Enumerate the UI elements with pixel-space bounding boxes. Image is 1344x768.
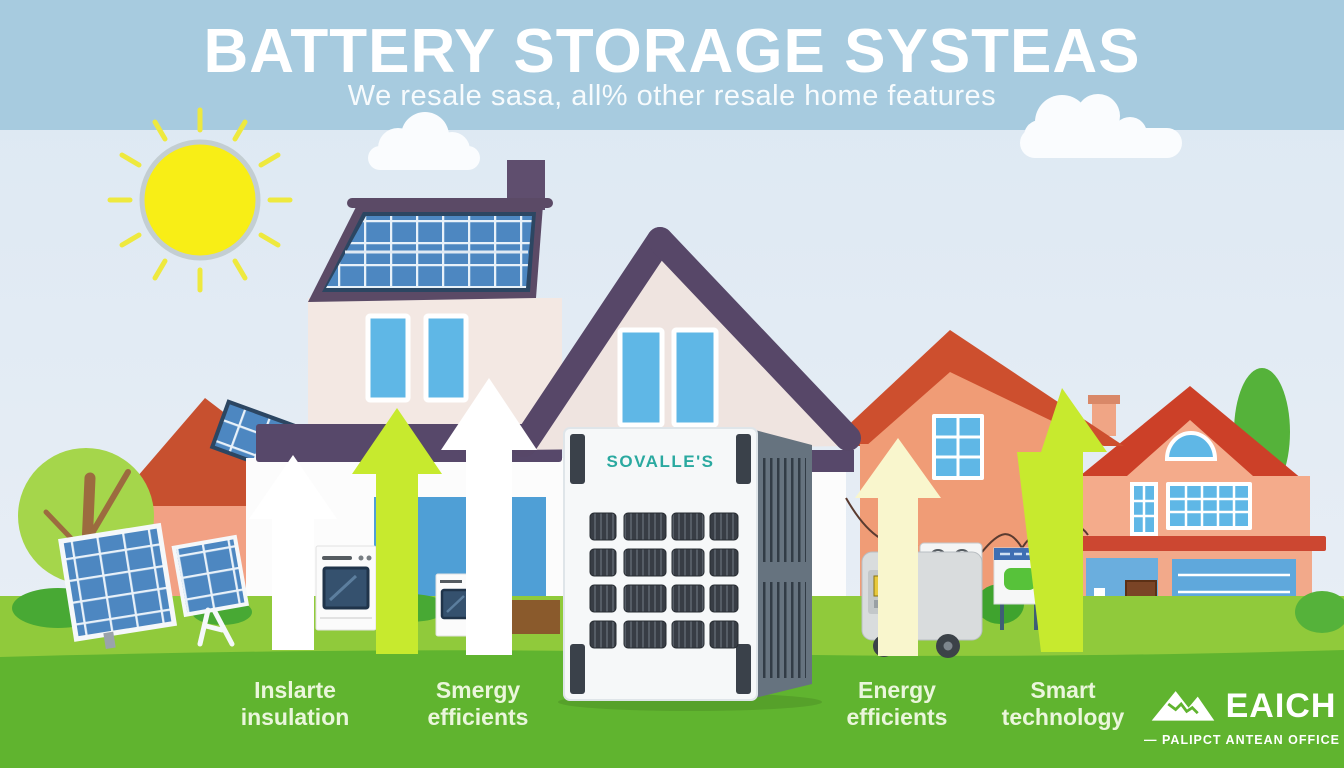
- battery-cells: [589, 512, 739, 649]
- main-house: [246, 160, 861, 654]
- sky-band: [0, 0, 1344, 130]
- arrow-up-white-2: [441, 378, 537, 655]
- brand-name: EAICH: [1225, 687, 1337, 725]
- feature-label-energy-1: Smergy efficients: [383, 677, 573, 731]
- feature-label-insulation: Inslarte insulation: [200, 677, 390, 731]
- arrow-up-pale-yellow: [855, 438, 941, 656]
- feature-line: Smergy: [435, 677, 521, 703]
- feature-line: Energy: [858, 677, 936, 703]
- battery-brand-label: SOVALLE'S: [606, 452, 715, 471]
- feature-line: insulation: [240, 704, 350, 730]
- battery-storage-unit: [558, 427, 822, 711]
- wood-cabinet: [510, 600, 560, 634]
- cloud-icon-left: [368, 112, 480, 170]
- ground-solar-array-small: [171, 534, 250, 647]
- feature-line: Inslarte: [254, 677, 336, 703]
- lawn-dark: [0, 650, 1344, 768]
- brand-tagline: — PALIPCT ANTEAN OFFICE: [1144, 733, 1340, 747]
- arrow-up-lime-1: [352, 408, 442, 654]
- arrow-up-white-1: [249, 455, 337, 650]
- page-subtitle: We resale sasa, all% other resale home f…: [347, 80, 997, 112]
- mountain-icon: [1148, 683, 1218, 730]
- feature-label-smart-tech: Smart technology: [968, 677, 1158, 731]
- feature-line: Smart: [1030, 677, 1096, 703]
- feature-label-energy-2: Energy efficients: [802, 677, 992, 731]
- ground-solar-array-large: [58, 522, 178, 650]
- feature-line: technology: [1001, 704, 1125, 730]
- arrow-up-lime-2: [1017, 388, 1107, 652]
- brand-logo: EAICH — PALIPCT ANTEAN OFFICE: [1140, 683, 1344, 747]
- cloud-icon-right: [1020, 94, 1182, 158]
- sun-icon: [107, 107, 293, 293]
- feature-line: efficients: [846, 704, 948, 730]
- feature-line: efficients: [427, 704, 529, 730]
- page-title: BATTERY STORAGE SYSTEAS: [203, 17, 1141, 86]
- oven-appliance-1: [315, 545, 377, 631]
- far-right-house: [1070, 386, 1326, 634]
